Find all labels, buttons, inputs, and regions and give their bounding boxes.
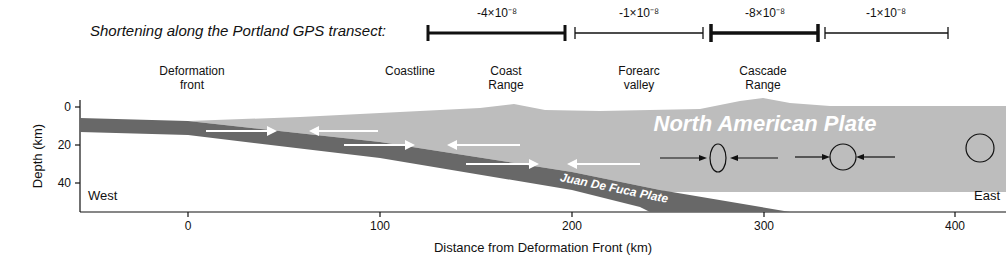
- arrow-head: [567, 159, 577, 169]
- arrow-head: [699, 155, 707, 161]
- plate-name: North American Plate: [654, 112, 877, 136]
- axis-tick: [954, 212, 955, 217]
- strain-rate: -4×10⁻⁸: [477, 6, 517, 20]
- strain-arrow: [660, 157, 700, 158]
- strain-rate: -1×10⁻⁸: [866, 6, 906, 20]
- arrow-head: [856, 154, 864, 160]
- tick-label: 200: [562, 219, 582, 233]
- strain-circle: [830, 144, 856, 170]
- feature-label: Deformation front: [152, 64, 232, 92]
- bracket-bar: [428, 32, 565, 35]
- arrow-head: [529, 159, 539, 169]
- strain-arrow: [795, 156, 823, 157]
- axis-title: Distance from Deformation Front (km): [434, 241, 652, 255]
- bracket-end: [824, 27, 825, 39]
- feature-label: Coast Range: [481, 64, 531, 92]
- arrow-head: [822, 154, 830, 160]
- bracket-bar: [575, 32, 703, 33]
- tick-label: 300: [754, 219, 774, 233]
- axis-tick: [763, 212, 764, 217]
- feature-label: Coastline: [385, 64, 435, 78]
- strain-ellipse: [710, 144, 726, 172]
- axis-tick: [187, 212, 188, 217]
- axis-tick: [75, 106, 80, 107]
- bracket-end: [702, 27, 703, 39]
- bracket-end: [816, 24, 820, 42]
- tick-label: 0: [64, 100, 71, 114]
- tick-label: 40: [58, 176, 71, 190]
- slip-arrow: [206, 130, 268, 132]
- feature-label: Forearc valley: [609, 64, 669, 92]
- plate-outline: [80, 118, 790, 212]
- bracket-end: [574, 27, 575, 39]
- bracket-bar: [711, 31, 818, 35]
- arrow-head: [309, 126, 319, 136]
- direction-label: West: [88, 189, 117, 203]
- strain-rate: -8×10⁻⁸: [745, 6, 785, 20]
- axis-tick: [379, 212, 380, 217]
- bracket-end: [709, 24, 713, 42]
- axis-title: Depth (km): [31, 124, 45, 188]
- slip-arrow: [576, 163, 640, 165]
- axis-tick: [75, 144, 80, 145]
- tick-label: 20: [58, 138, 71, 152]
- strain-circle: [966, 134, 994, 162]
- tick-label: 0: [185, 219, 192, 233]
- axis-tick: [571, 212, 572, 217]
- arrow-head: [730, 155, 738, 161]
- slip-arrow: [318, 130, 378, 132]
- figure-heading: Shortening along the Portland GPS transe…: [90, 24, 386, 38]
- bracket-end: [947, 27, 948, 39]
- bracket-end: [427, 25, 430, 41]
- slip-arrow: [466, 163, 530, 165]
- strain-arrow: [737, 157, 778, 158]
- arrow-head: [405, 140, 415, 150]
- bracket-end: [564, 25, 567, 41]
- slip-arrow: [456, 144, 520, 146]
- depth-axis: [79, 100, 80, 212]
- strain-arrow: [863, 156, 895, 157]
- feature-label: Cascade Range: [734, 64, 792, 92]
- strain-rate: -1×10⁻⁸: [619, 6, 659, 20]
- axis-tick: [75, 182, 80, 183]
- arrow-head: [267, 126, 277, 136]
- arrow-head: [447, 140, 457, 150]
- tick-label: 100: [370, 219, 390, 233]
- bracket-bar: [825, 32, 948, 33]
- distance-axis: [80, 211, 1006, 212]
- slip-arrow: [344, 144, 406, 146]
- tick-label: 400: [945, 219, 965, 233]
- direction-label: East: [974, 189, 1000, 203]
